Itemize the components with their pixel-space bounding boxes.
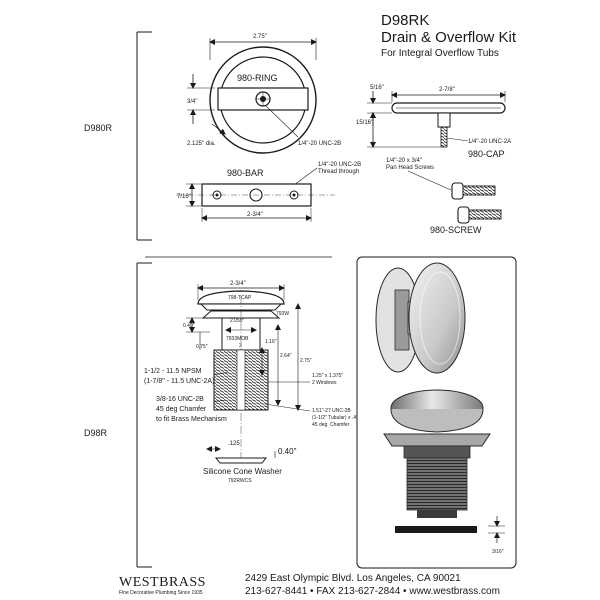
drain-mob-part: 7933MOB — [226, 336, 249, 342]
drain-chamfer-spec: 3/8-16 UNC-2B — [156, 396, 204, 403]
ring-label: 980-RING — [237, 73, 278, 83]
drain-w-part: 793W — [276, 311, 289, 317]
model-number: D98RK — [381, 12, 429, 29]
drain-windows-size: 1.25" x 1.375" — [312, 373, 343, 379]
drain-dim-116: 1.16" — [265, 339, 277, 345]
bar-label: 980-BAR — [227, 168, 264, 178]
kit-subtitle: For Integral Overflow Tubs — [381, 48, 499, 59]
ring-height-dim: 3/4" — [187, 99, 197, 105]
drain-unc-chamfer: 45 deg. Chamfer — [312, 422, 350, 428]
drain-windows-count: 2 Windows — [312, 380, 337, 386]
cap-label: 980-CAP — [468, 149, 505, 159]
drain-dim-275: 2.75" — [300, 358, 312, 364]
drain-dim-264: 2.64" — [280, 353, 292, 359]
kit-title: Drain & Overflow Kit — [381, 29, 517, 46]
washer-part: 792RWCS — [228, 478, 252, 484]
drain-mob-num: 3 — [239, 343, 242, 349]
bar-thread-spec: 1/4"-20 UNC-2B — [318, 162, 361, 168]
cap-h2-dim: 15/16" — [356, 120, 373, 126]
drain-dim-040: 0.40" — [183, 323, 195, 329]
screw-drawing — [407, 170, 502, 224]
washer-label: Silicone Cone Washer — [203, 467, 282, 476]
brand-logo: WESTBRASS — [119, 575, 206, 590]
bar-width-dim: 2-3/4" — [247, 212, 263, 218]
drain-dim-2050: 2.050" — [230, 318, 245, 324]
cap-drawing — [367, 91, 506, 148]
photo-thickness-dim: 3/16" — [492, 549, 504, 555]
drain-drawing — [186, 284, 311, 464]
ring-drawing — [187, 38, 317, 154]
drain-chamfer-angle: 45 deg Chamfer — [156, 406, 207, 413]
ring-diameter-dim: 2.125" dia. — [187, 141, 216, 147]
footer-address: 2429 East Olympic Blvd. Los Angeles, CA … — [245, 573, 461, 584]
screw-type: Pan Head Screws — [386, 165, 434, 171]
brand-tagline: Fine Decorative Plumbing Since 1935 — [119, 590, 203, 596]
drain-top-width: 2-3/4" — [230, 281, 246, 287]
bar-height-dim: 7/16" — [177, 194, 191, 200]
cap-width-dim: 2-7/8" — [439, 87, 455, 93]
assembly-photo-bottom — [383, 389, 505, 543]
drain-chamfer-fit: to fit Brass Mechanism — [156, 416, 227, 423]
section-label-d98r: D98R — [84, 428, 108, 438]
drain-dim-075: 0.75" — [196, 344, 208, 350]
washer-thickness-dim: 0.40" — [278, 447, 297, 456]
footer-contact: 213-627-8441 • FAX 213-627-2844 • www.we… — [245, 586, 500, 597]
ring-thread-spec: 1/4"-20 UNC-2B — [298, 141, 341, 147]
section-label-d980r: D980R — [84, 123, 113, 133]
screw-label: 980-SCREW — [430, 225, 482, 235]
drain-cap-part: 798-TCAP — [228, 295, 252, 301]
screw-spec: 1/4"-20 x 3/4" — [386, 158, 422, 164]
d98r-bracket — [136, 262, 152, 568]
drain-unc-spec: 1.51"-27 UNC-2B — [312, 408, 351, 414]
drain-npsm-spec: 1-1/2 - 11.5 NPSM — [144, 368, 202, 375]
drain-unc-tubular: (1-1/2" Tubular) x .45" — [312, 415, 361, 421]
bar-thread-note: Thread through — [318, 169, 359, 175]
washer-gap-dim: .125 — [228, 441, 240, 447]
assembly-photo-top — [375, 262, 466, 374]
bar-drawing — [176, 167, 335, 222]
drain-npsm-alt: (1-7/8" - 11.5 UNC-2A) — [144, 378, 214, 385]
cap-h1-dim: 5/16" — [370, 85, 384, 91]
ring-width-dim: 2.75" — [253, 34, 267, 40]
cap-thread-spec: 1/4"-20 UNC-2A — [468, 139, 511, 145]
d980r-bracket — [136, 31, 152, 241]
